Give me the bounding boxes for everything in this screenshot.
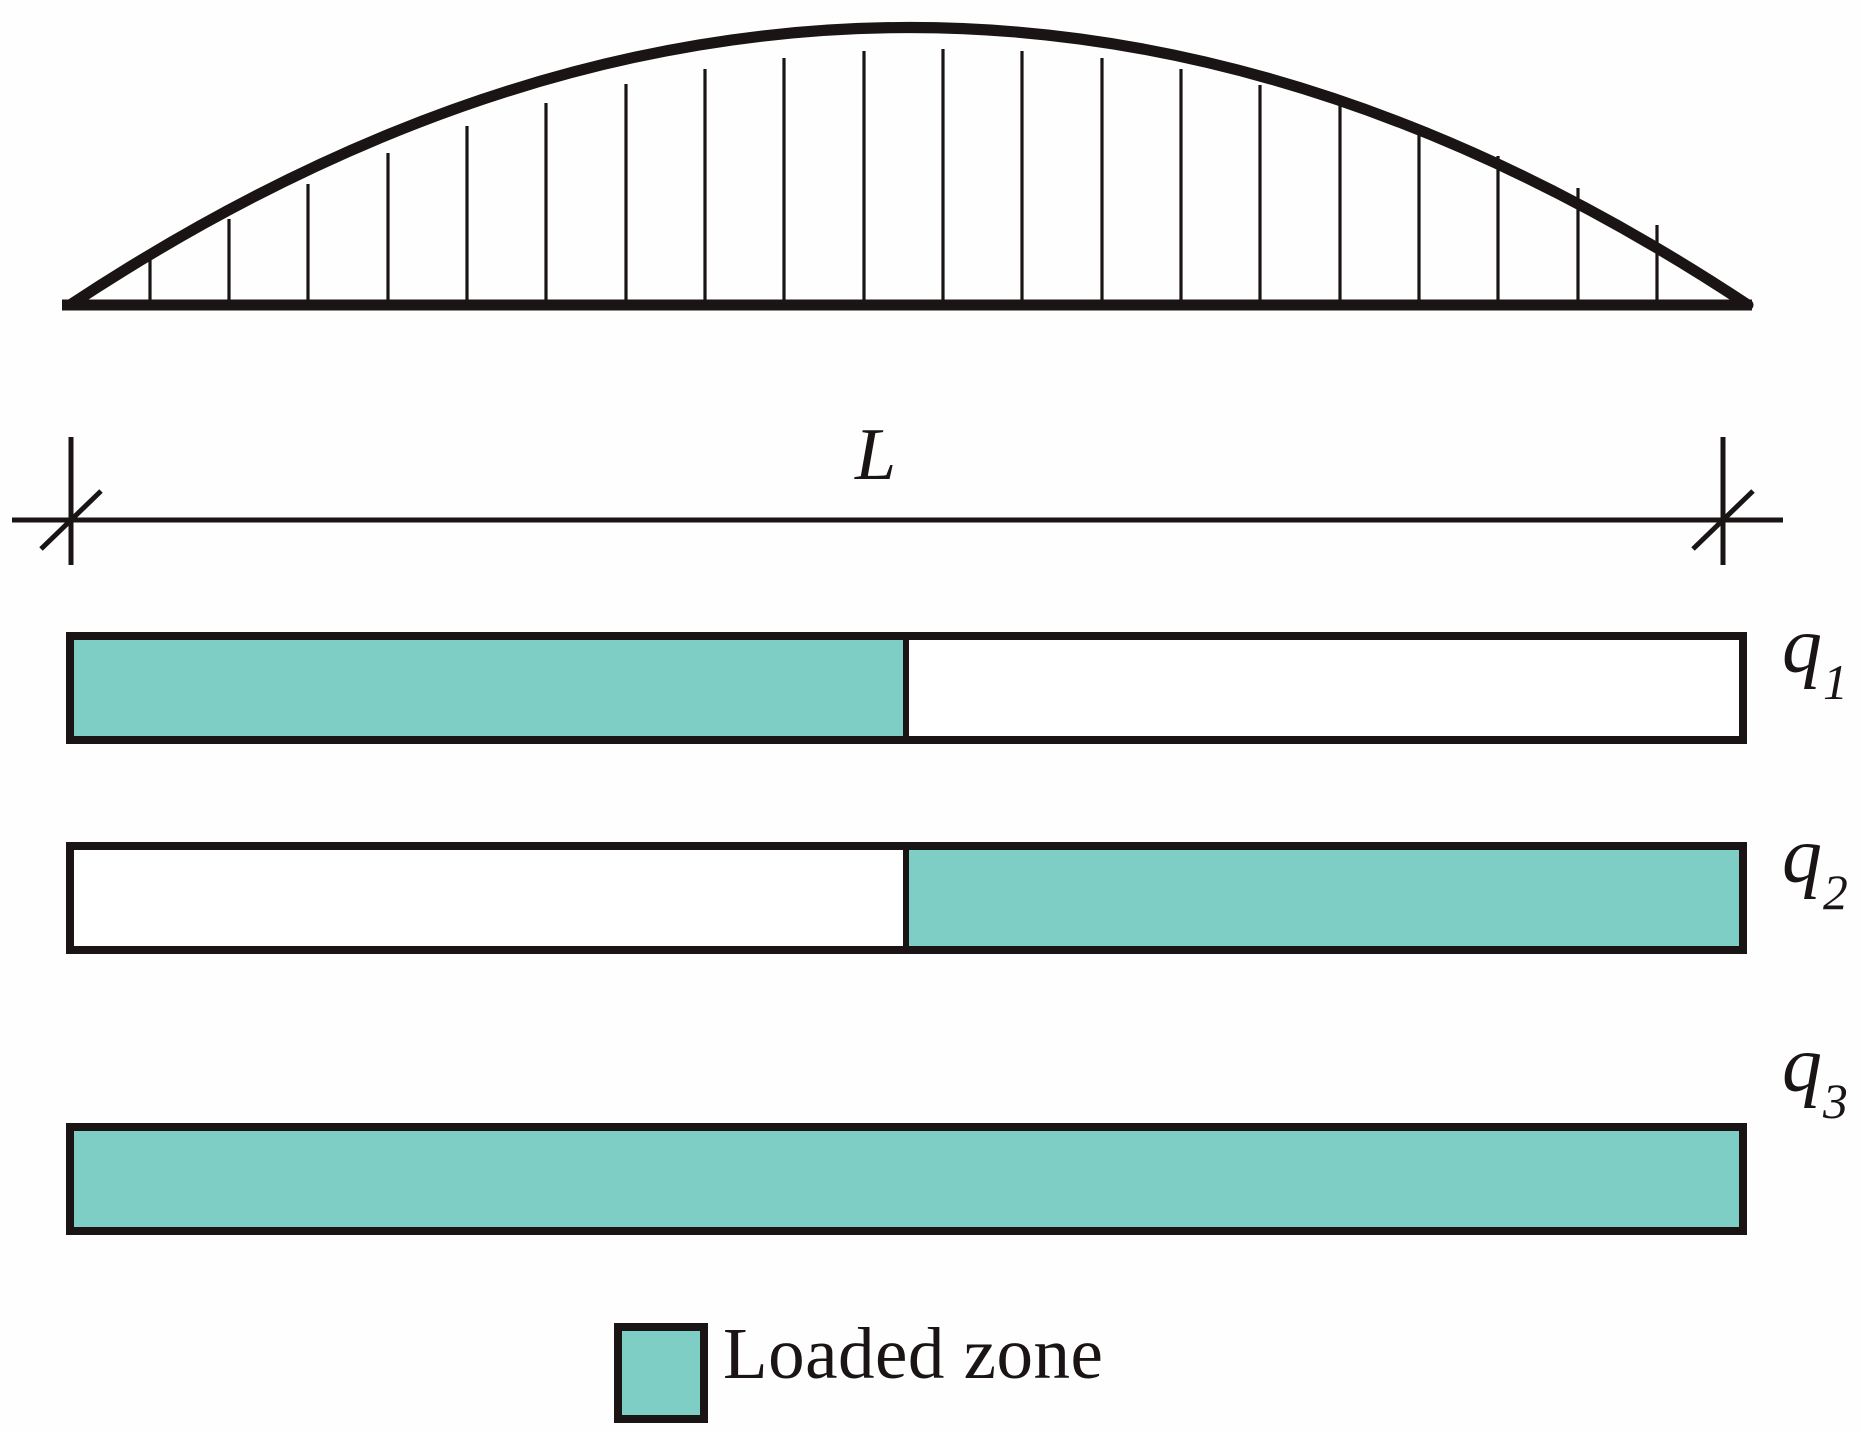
load-case-label-q1-base: q xyxy=(1782,602,1822,690)
load-case-label-q2-subscript: 2 xyxy=(1822,864,1848,920)
load-bar-outline-stroke xyxy=(66,842,1747,954)
load-case-bar-q3 xyxy=(66,1123,1747,1235)
legend-group xyxy=(614,1323,708,1423)
load-case-bar-q1 xyxy=(66,632,1747,744)
hanger-lines xyxy=(148,49,1659,305)
arch-rib xyxy=(64,22,1754,311)
load-bar-outline-stroke xyxy=(66,632,1747,744)
arch-group xyxy=(62,22,1754,311)
loaded-zone-fill xyxy=(906,850,1739,946)
dimension-tick-left xyxy=(39,489,103,551)
span-dimension-group xyxy=(12,437,1783,565)
legend-swatch xyxy=(614,1323,708,1423)
load-case-label-q2: q2 xyxy=(1782,816,1848,917)
load-case-label-q3: q3 xyxy=(1782,1025,1848,1126)
load-case-label-q2-base: q xyxy=(1782,812,1822,900)
loaded-zone-fill xyxy=(74,1131,1739,1227)
dimension-tick-right xyxy=(1691,489,1755,551)
load-case-label-q3-base: q xyxy=(1782,1021,1822,1109)
legend-label: Loaded zone xyxy=(723,1313,1104,1394)
span-length-label: L xyxy=(855,414,897,496)
load-case-label-q3-subscript: 3 xyxy=(1822,1073,1848,1129)
load-case-label-q1-subscript: 1 xyxy=(1822,654,1848,710)
load-bar-outline-stroke xyxy=(66,1123,1747,1235)
load-case-label-q1: q1 xyxy=(1782,606,1848,707)
load-case-bar-q2 xyxy=(66,842,1747,954)
loaded-zone-fill xyxy=(74,640,907,736)
